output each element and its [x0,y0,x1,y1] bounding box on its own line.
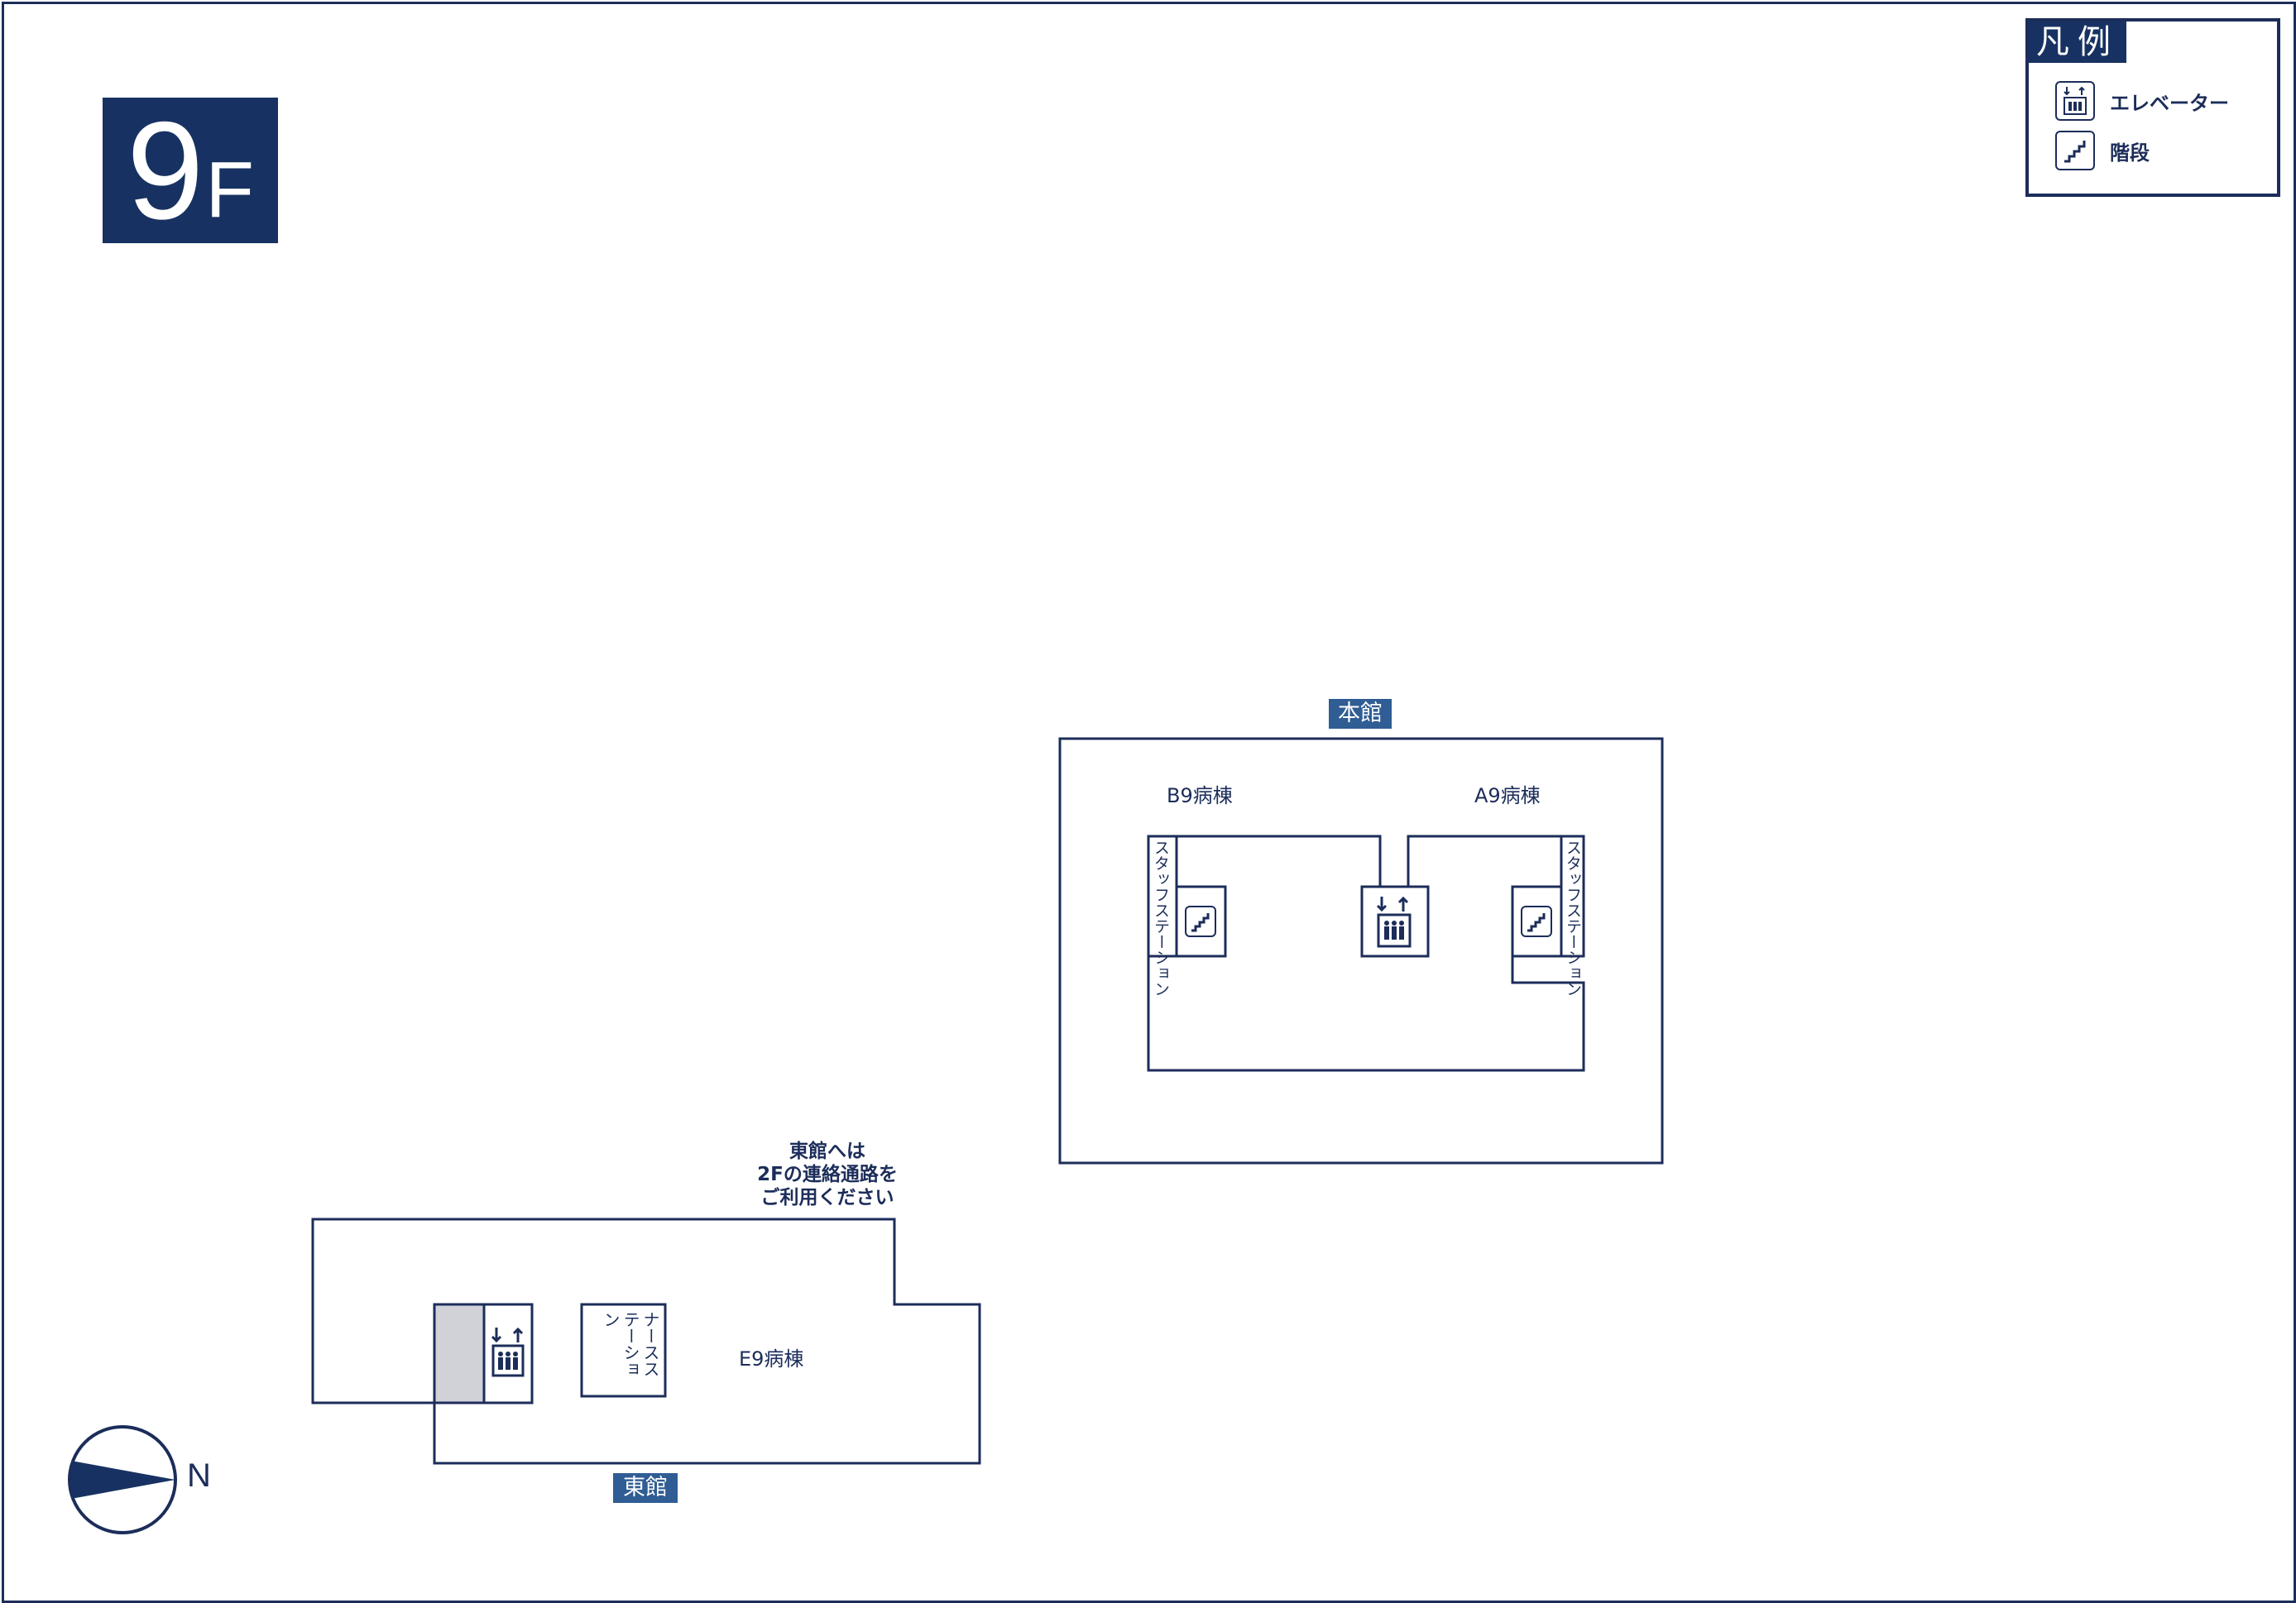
legend-item-stairs: 階段 [2055,131,2150,170]
legend-title: 凡例 [2029,22,2126,63]
staff-station-left [1147,835,1178,958]
legend-label-elevator: エレベーター [2110,91,2229,115]
elevator-icon [1376,896,1412,948]
elevator-icon [491,1327,525,1377]
nurse-station-label: ナースステーション [601,1311,660,1377]
main-ward-corridor [1147,835,1585,1072]
staff-station-label-left: スタッフステーション [1152,840,1170,997]
elevator-icon [2055,81,2095,121]
main-building-outline [1058,737,1664,1165]
floor-unit: F [205,146,255,234]
compass-icon [68,1425,177,1534]
ward-b9-label: B9病棟 [1167,784,1233,807]
staff-station-label-right: スタッフステーション [1564,840,1582,997]
stairs-icon [1185,906,1216,937]
east-access-note-line: 2Fの連絡通路を [757,1164,898,1185]
floor-number: 9 [126,93,204,248]
stairs-icon [2055,131,2095,170]
nurse-station-room [580,1303,667,1398]
ward-a9-label: A9病棟 [1474,784,1541,807]
east-access-note: 東館へは 2Fの連絡通路を ご利用ください [728,1140,927,1209]
legend-panel: 凡例 エレベーター 階段 [2025,18,2280,197]
east-access-note-line: ご利用ください [760,1187,894,1208]
legend-item-elevator: エレベーター [2055,81,2229,121]
main-building-tag: 本館 [1329,699,1392,729]
legend-label-stairs: 階段 [2110,141,2150,165]
staff-station-right [1560,835,1585,958]
east-building-tag: 東館 [613,1473,678,1503]
compass-north-label: N [187,1457,211,1494]
east-building-outline [311,1218,981,1465]
east-access-note-line: 東館へは [789,1141,865,1162]
ward-e9-label: E9病棟 [739,1347,804,1371]
east-gray-area [433,1303,486,1404]
stairs-icon [1521,906,1552,937]
